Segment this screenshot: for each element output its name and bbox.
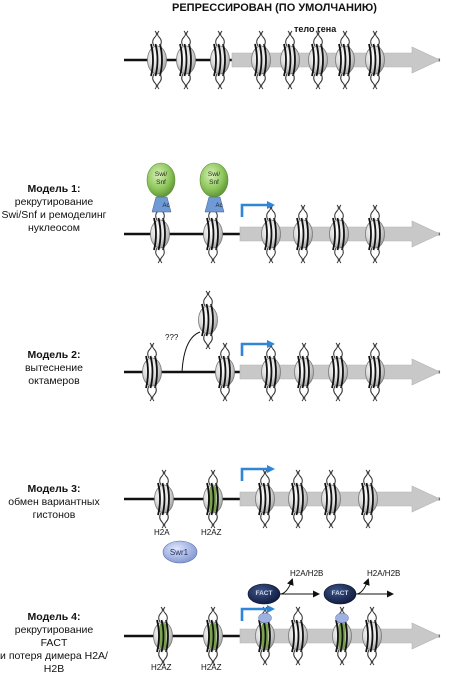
nucleosome-r3-h2az [203,469,223,529]
swr1-label: Swr1 [169,548,189,557]
nucleosome-r1-4 [329,204,349,264]
h2a-label: H2A [154,528,170,537]
nucleosome-r0-6 [335,30,355,90]
acetyl-marker-2 [204,196,225,213]
fact-label-2: FACT [331,590,349,597]
swr1-complex [162,540,198,564]
model-3-name: Модель 3: [27,483,81,495]
swi-snf-text-d: Snf [209,179,219,186]
model-4-caption: Модель 4: рекрутирование FACT и потеря д… [0,611,108,676]
nucleosome-r3-4 [321,469,341,529]
h2az-label-m3: H2AZ [201,528,222,537]
swi-snf-text-a: Swi/ [154,171,168,178]
nucleosome-r2-evicted [198,290,218,350]
nucleosome-r1-0 [150,204,170,264]
model-3-line-1: обмен вариантных [8,496,100,508]
nucleosome-r2-2 [261,342,281,402]
fact-anchor-1 [258,612,272,624]
release-arrow-2 [355,578,370,595]
release-arrow-1 [279,578,294,595]
nucleosome-r2-3 [294,342,314,402]
unknown-label: ??? [165,333,179,342]
nucleosome-r0-1 [176,30,196,90]
nucleosome-r2-0 [142,342,162,402]
nucleosome-r4-5 [362,606,382,666]
nucleosome-r0-4 [280,30,300,90]
nucleosome-r1-2 [261,204,281,264]
nucleosome-r2-5 [365,342,385,402]
nucleosome-r2-1 [215,342,235,402]
fact-anchor-2 [335,612,349,624]
nucleosome-r0-5 [308,30,328,90]
eviction-line [181,331,201,373]
model-4-line-1: рекрутирование FACT [14,624,94,649]
model-2-line-1: вытеснение [24,362,84,374]
nucleosome-r4-1 [203,606,223,666]
model-1-line-3: нуклеосом [28,222,80,234]
nucleosome-r0-0 [147,30,167,90]
ac-label-1: Ac [162,203,170,209]
model-1-line-1: рекрутирование [14,196,94,208]
swi-snf-label-1: Swi/ Snf [148,171,174,187]
swi-snf-text-b: Snf [156,179,166,186]
model-2-caption: Модель 2: вытеснение октамеров [0,349,108,388]
model-2-name: Модель 2: [27,349,81,361]
nucleosome-r3-2 [255,469,275,529]
swi-snf-label-2: Swi/ Snf [201,171,227,187]
model-1-line-2: Swi/Snf и ремоделинг [1,209,107,221]
nucleosome-r3-5 [358,469,378,529]
model-4-name: Модель 4: [27,611,81,623]
promoter-arrow-1 [240,201,275,217]
model-3-line-2: гистонов [32,509,76,521]
model-4-line-2: и потеря димера H2A/ [0,650,108,662]
model-4-line-3: H2B [43,663,65,675]
h2az-label-m4a: H2AZ [151,663,172,672]
nucleosome-r0-2 [210,30,230,90]
promoter-arrow-4 [240,605,275,621]
model-1-caption: Модель 1: рекрутирование Swi/Snf и ремод… [0,183,108,235]
nucleosome-r4-0 [153,606,173,666]
nucleosome-r0-7 [365,30,385,90]
model-3-caption: Модель 3: обмен вариантных гистонов [0,483,108,522]
model-2-line-2: октамеров [28,375,80,387]
promoter-arrow-3 [240,465,275,481]
h2a-h2b-label-1: H2A/H2B [290,569,324,578]
nucleosome-r1-5 [365,204,385,264]
nucleosome-r3-3 [288,469,308,529]
nucleosome-r4-4 [288,606,308,666]
promoter-arrow-2 [240,340,275,356]
diagram-title: РЕПРЕССИРОВАН (ПО УМОЛЧАНИЮ) [172,2,377,14]
nucleosome-r2-4 [328,342,348,402]
gene-body-label: тело гена [294,24,337,34]
nucleosome-r0-3 [251,30,271,90]
fact-label-1: FACT [255,590,273,597]
nucleosome-r1-3 [293,204,313,264]
h2az-label-m4b: H2AZ [201,663,222,672]
ac-label-2: Ac [215,203,223,209]
swi-snf-text-c: Swi/ [207,171,221,178]
model-1-name: Модель 1: [27,183,81,195]
h2a-h2b-label-2: H2A/H2B [367,569,401,578]
nucleosome-r1-1 [203,204,223,264]
acetyl-marker-1 [151,196,172,213]
nucleosome-r3-h2a [154,469,174,529]
